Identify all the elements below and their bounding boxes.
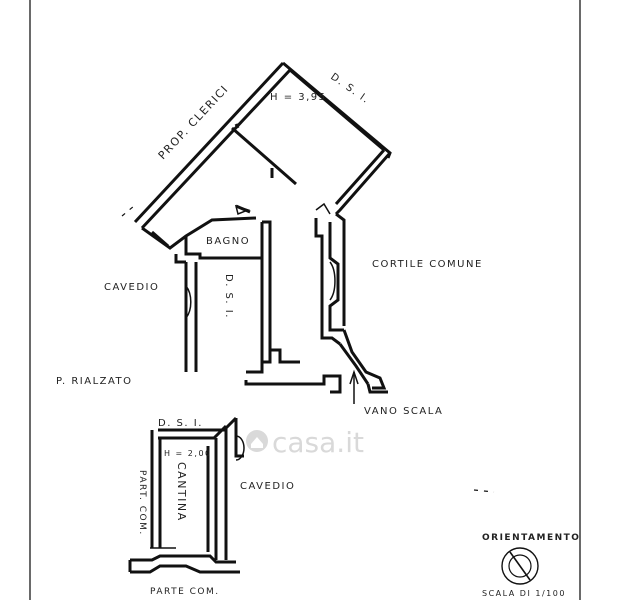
wall-courtyard-side	[314, 218, 341, 346]
label-cavedio-cellar: CAVEDIO	[240, 481, 295, 492]
wall-courtyard-diagonal-inner	[334, 149, 386, 205]
label-dsi-side: D. S. I.	[223, 274, 234, 319]
wall-diagonal-outer	[133, 61, 285, 224]
wall-diagonal-inner	[140, 68, 292, 230]
window-courtyard	[329, 261, 336, 301]
label-dsi-top: D. S. I.	[328, 71, 371, 106]
wall-partition-rooms	[231, 126, 297, 186]
compass-outer-ring	[501, 547, 539, 585]
compass-inner-ring	[508, 554, 532, 578]
label-courtyard: CORTILE COMUNE	[372, 259, 483, 270]
label-scale: SCALA DI 1/100	[482, 589, 566, 598]
label-cavedio-upper: CAVEDIO	[104, 282, 159, 293]
wall-corridor-column	[260, 220, 272, 364]
label-prop-clerici: PROP. CLERICI	[156, 82, 232, 162]
wall-courtyard-side-outer	[328, 222, 344, 332]
label-stairwell: VANO SCALA	[364, 406, 443, 417]
label-dsi-cellar: D. S. I.	[158, 418, 203, 429]
label-height-cellar: H = 2,00	[164, 449, 212, 458]
wall-courtyard-diagonal	[334, 152, 392, 216]
label-cantina: CANTINA	[175, 462, 188, 522]
cellar-wall-bottom	[130, 554, 236, 564]
labels: PROP. CLERICI D. S. I. H = 3,95 BAGNO CO…	[56, 71, 580, 598]
dashed-line-left	[121, 205, 135, 217]
wall-bottom	[244, 374, 342, 394]
label-part-com: PART. COM.	[137, 470, 147, 536]
label-parte-com: PARTE COM.	[150, 587, 220, 597]
label-orientation: ORIENTAMENTO	[482, 533, 580, 543]
label-bathroom: BAGNO	[206, 236, 250, 247]
wall-stair	[342, 329, 387, 390]
watermark: casa.it	[246, 426, 364, 459]
door-bathroom	[234, 204, 251, 216]
cellar-openings	[150, 435, 245, 549]
watermark-text: casa.it	[272, 426, 364, 459]
wall-bathroom-bottom	[184, 236, 262, 260]
label-floor: P. RIALZATO	[56, 376, 133, 387]
door-courtyard	[315, 202, 331, 215]
label-height-upper: H = 3,95	[270, 92, 327, 103]
stair-arrow-head	[349, 369, 359, 385]
wall-top-right-inner	[289, 68, 385, 152]
window-cavedio	[185, 285, 192, 319]
upper-floor-walls	[133, 61, 392, 394]
dashed-boundaries	[121, 205, 495, 493]
upper-floor-openings	[185, 202, 359, 404]
cellar-window	[235, 435, 245, 461]
dashed-line-right	[473, 489, 495, 493]
compass-symbol	[501, 547, 539, 585]
